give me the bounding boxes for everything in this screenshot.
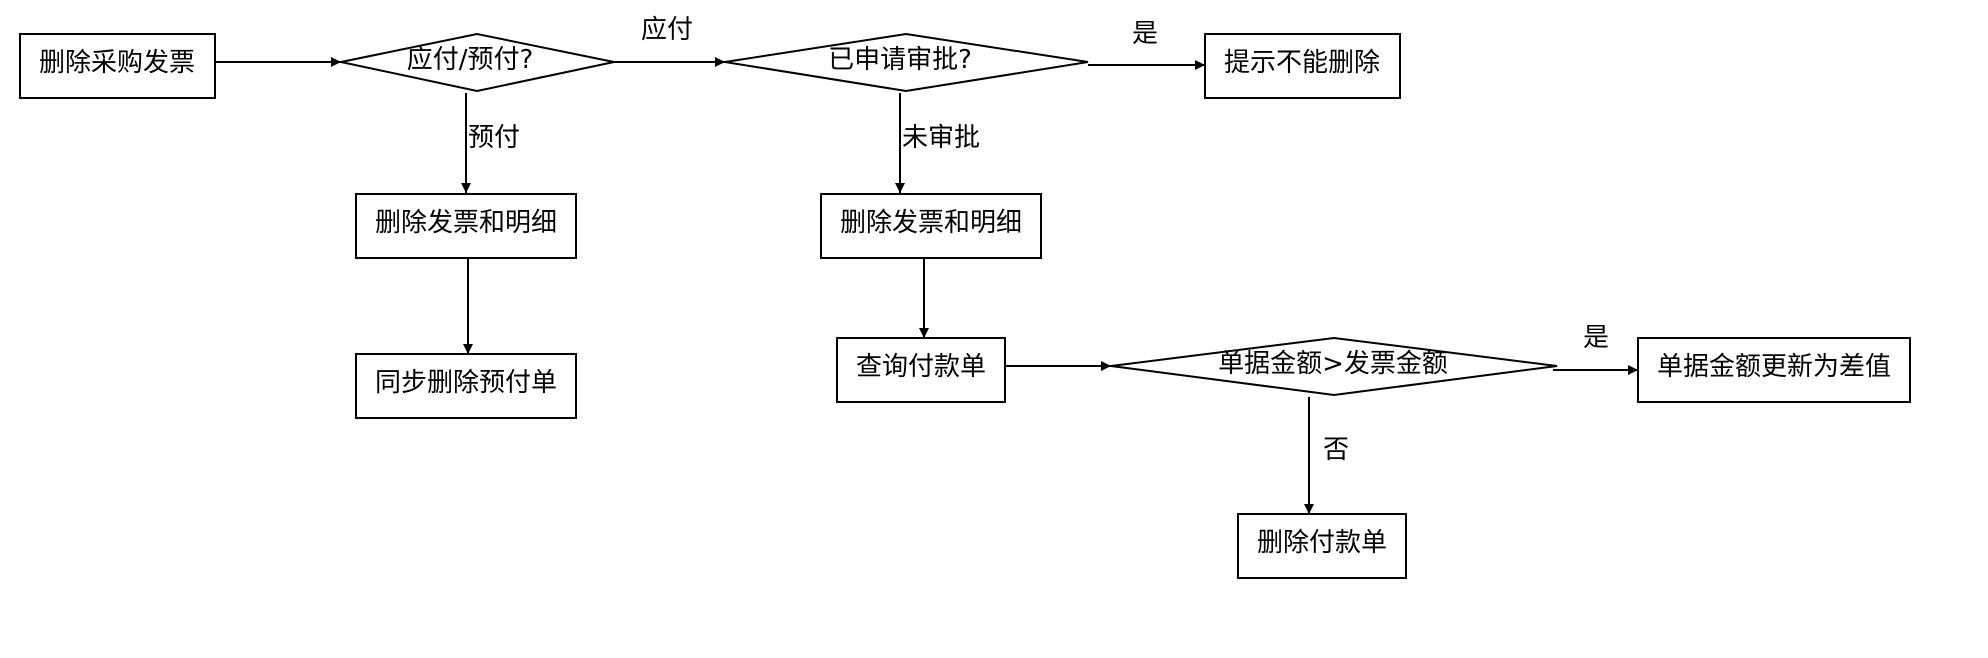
- node-delete-payment: 删除付款单: [1237, 513, 1407, 579]
- node-delete-invoice-prepay: 删除发票和明细: [355, 193, 577, 259]
- edge-label-no-amount: 否: [1323, 435, 1349, 465]
- edge-label-payable: 应付: [641, 15, 693, 45]
- edge-labels: 应付 是 预付 未审批 是 否: [468, 15, 1609, 465]
- edge-label-yes-amount: 是: [1583, 323, 1609, 353]
- node-update-amount: 单据金额更新为差值: [1637, 337, 1911, 403]
- decision-approval-label: 已申请审批?: [828, 45, 972, 75]
- decision-approval: 已申请审批?: [724, 32, 1089, 93]
- node-query-payment-label: 查询付款单: [856, 352, 986, 382]
- node-update-amount-label: 单据金额更新为差值: [1657, 352, 1891, 382]
- node-query-payment: 查询付款单: [836, 337, 1006, 403]
- decision-amount-label: 单据金额>发票金额: [1218, 349, 1448, 379]
- node-start-label: 删除采购发票: [39, 48, 195, 78]
- decision-amount: 单据金额>发票金额: [1110, 336, 1558, 397]
- node-sync-delete-prepay-label: 同步删除预付单: [375, 368, 557, 398]
- node-sync-delete-prepay: 同步删除预付单: [355, 353, 577, 419]
- node-delete-invoice-payable: 删除发票和明细: [820, 193, 1042, 259]
- node-delete-invoice-payable-label: 删除发票和明细: [840, 208, 1022, 238]
- decision-type: 应付/预付?: [340, 32, 615, 93]
- edges: [215, 57, 1638, 514]
- node-delete-payment-label: 删除付款单: [1257, 528, 1387, 558]
- node-cannot-delete-label: 提示不能删除: [1224, 48, 1380, 78]
- node-delete-invoice-prepay-label: 删除发票和明细: [375, 208, 557, 238]
- node-cannot-delete: 提示不能删除: [1204, 33, 1401, 99]
- edge-label-prepay: 预付: [468, 123, 520, 153]
- node-start: 删除采购发票: [19, 33, 216, 99]
- edge-label-not-approved: 未审批: [902, 123, 980, 153]
- decision-type-label: 应付/预付?: [407, 45, 534, 75]
- edge-label-yes-approved: 是: [1132, 19, 1158, 49]
